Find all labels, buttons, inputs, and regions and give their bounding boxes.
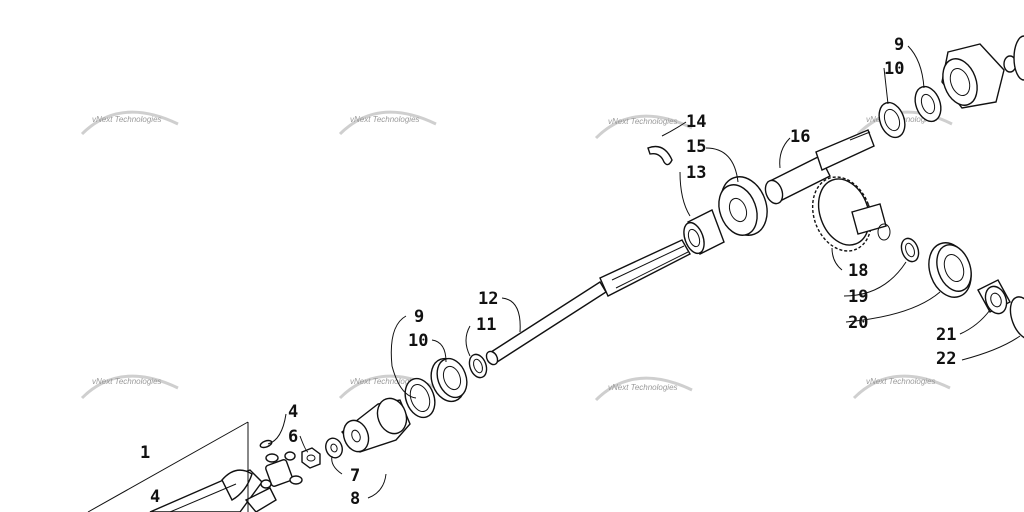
callout-part-22: 22	[936, 349, 956, 369]
part-15-gear	[718, 176, 768, 236]
part-21-bushing	[977, 279, 1011, 315]
callout-part-10-upper: 10	[884, 59, 904, 79]
watermark-text: vNext Technologies	[608, 383, 678, 392]
part-9-bearing-upper	[914, 85, 942, 123]
hub-housing	[941, 35, 1024, 109]
callout-part-13: 13	[686, 163, 706, 183]
watermark: vNext Technologies	[594, 376, 693, 402]
callout-part-14: 14	[686, 112, 706, 132]
callout-part-19: 19	[848, 287, 868, 307]
part-7-washer	[325, 437, 343, 459]
watermark-text: vNext Technologies	[92, 377, 162, 386]
part-22-seal	[1009, 296, 1024, 340]
watermark-text: vNext Technologies	[866, 377, 936, 386]
part-8-yoke	[340, 397, 411, 453]
callout-part-12: 12	[478, 289, 498, 309]
part-13-bearing	[683, 209, 725, 255]
callout-labels: 1 4 4 6 7 8 9 10 11 12 13 14 15 16 18 19…	[140, 35, 956, 509]
part-6-nut	[301, 447, 321, 469]
callout-part-7: 7	[350, 466, 360, 486]
watermark: vNext Technologies	[80, 374, 179, 400]
watermark-text: vNext Technologies	[608, 117, 678, 126]
callout-part-21: 21	[936, 325, 956, 345]
callout-part-15: 15	[686, 137, 706, 157]
watermark: vNext Technologies	[594, 114, 693, 140]
drive-shaft-assembly	[149, 469, 277, 512]
watermark: vNext Technologies	[80, 110, 179, 136]
callout-part-4-lower: 4	[150, 487, 160, 507]
part-16-shaft	[764, 129, 875, 205]
part-12-shaft	[485, 239, 691, 366]
watermark-text: vNext Technologies	[92, 115, 162, 124]
part-11-washer	[468, 353, 488, 379]
part-4-snap-ring	[259, 439, 273, 449]
watermark: vNext Technologies	[338, 110, 437, 136]
callout-part-6: 6	[288, 427, 298, 447]
part-18-gear	[811, 176, 891, 252]
callout-part-8: 8	[350, 489, 360, 509]
part-9-seal-lower	[404, 377, 436, 419]
part-10-seal-upper	[878, 101, 906, 139]
watermark: vNext Technologies	[852, 374, 951, 400]
leader-lines	[267, 45, 1021, 499]
callout-part-16: 16	[790, 127, 810, 147]
watermark-text: vNext Technologies	[350, 115, 420, 124]
part-14-snap-ring	[647, 145, 673, 166]
callout-part-4-upper: 4	[288, 402, 298, 422]
part-20-bearing	[928, 242, 972, 298]
part-19-washer	[900, 237, 920, 263]
part-10-bearing-lower	[430, 357, 468, 403]
watermark-text: vNext Technologies	[350, 377, 420, 386]
callout-part-1: 1	[140, 443, 150, 463]
callout-part-9-upper: 9	[894, 35, 904, 55]
callout-part-10-lower: 10	[408, 331, 428, 351]
callout-part-20: 20	[848, 313, 868, 333]
callout-part-9-lower: 9	[414, 307, 424, 327]
universal-joint	[260, 451, 303, 489]
callout-part-11: 11	[476, 315, 496, 335]
part-1-bracket	[87, 421, 249, 512]
callout-part-18: 18	[848, 261, 868, 281]
